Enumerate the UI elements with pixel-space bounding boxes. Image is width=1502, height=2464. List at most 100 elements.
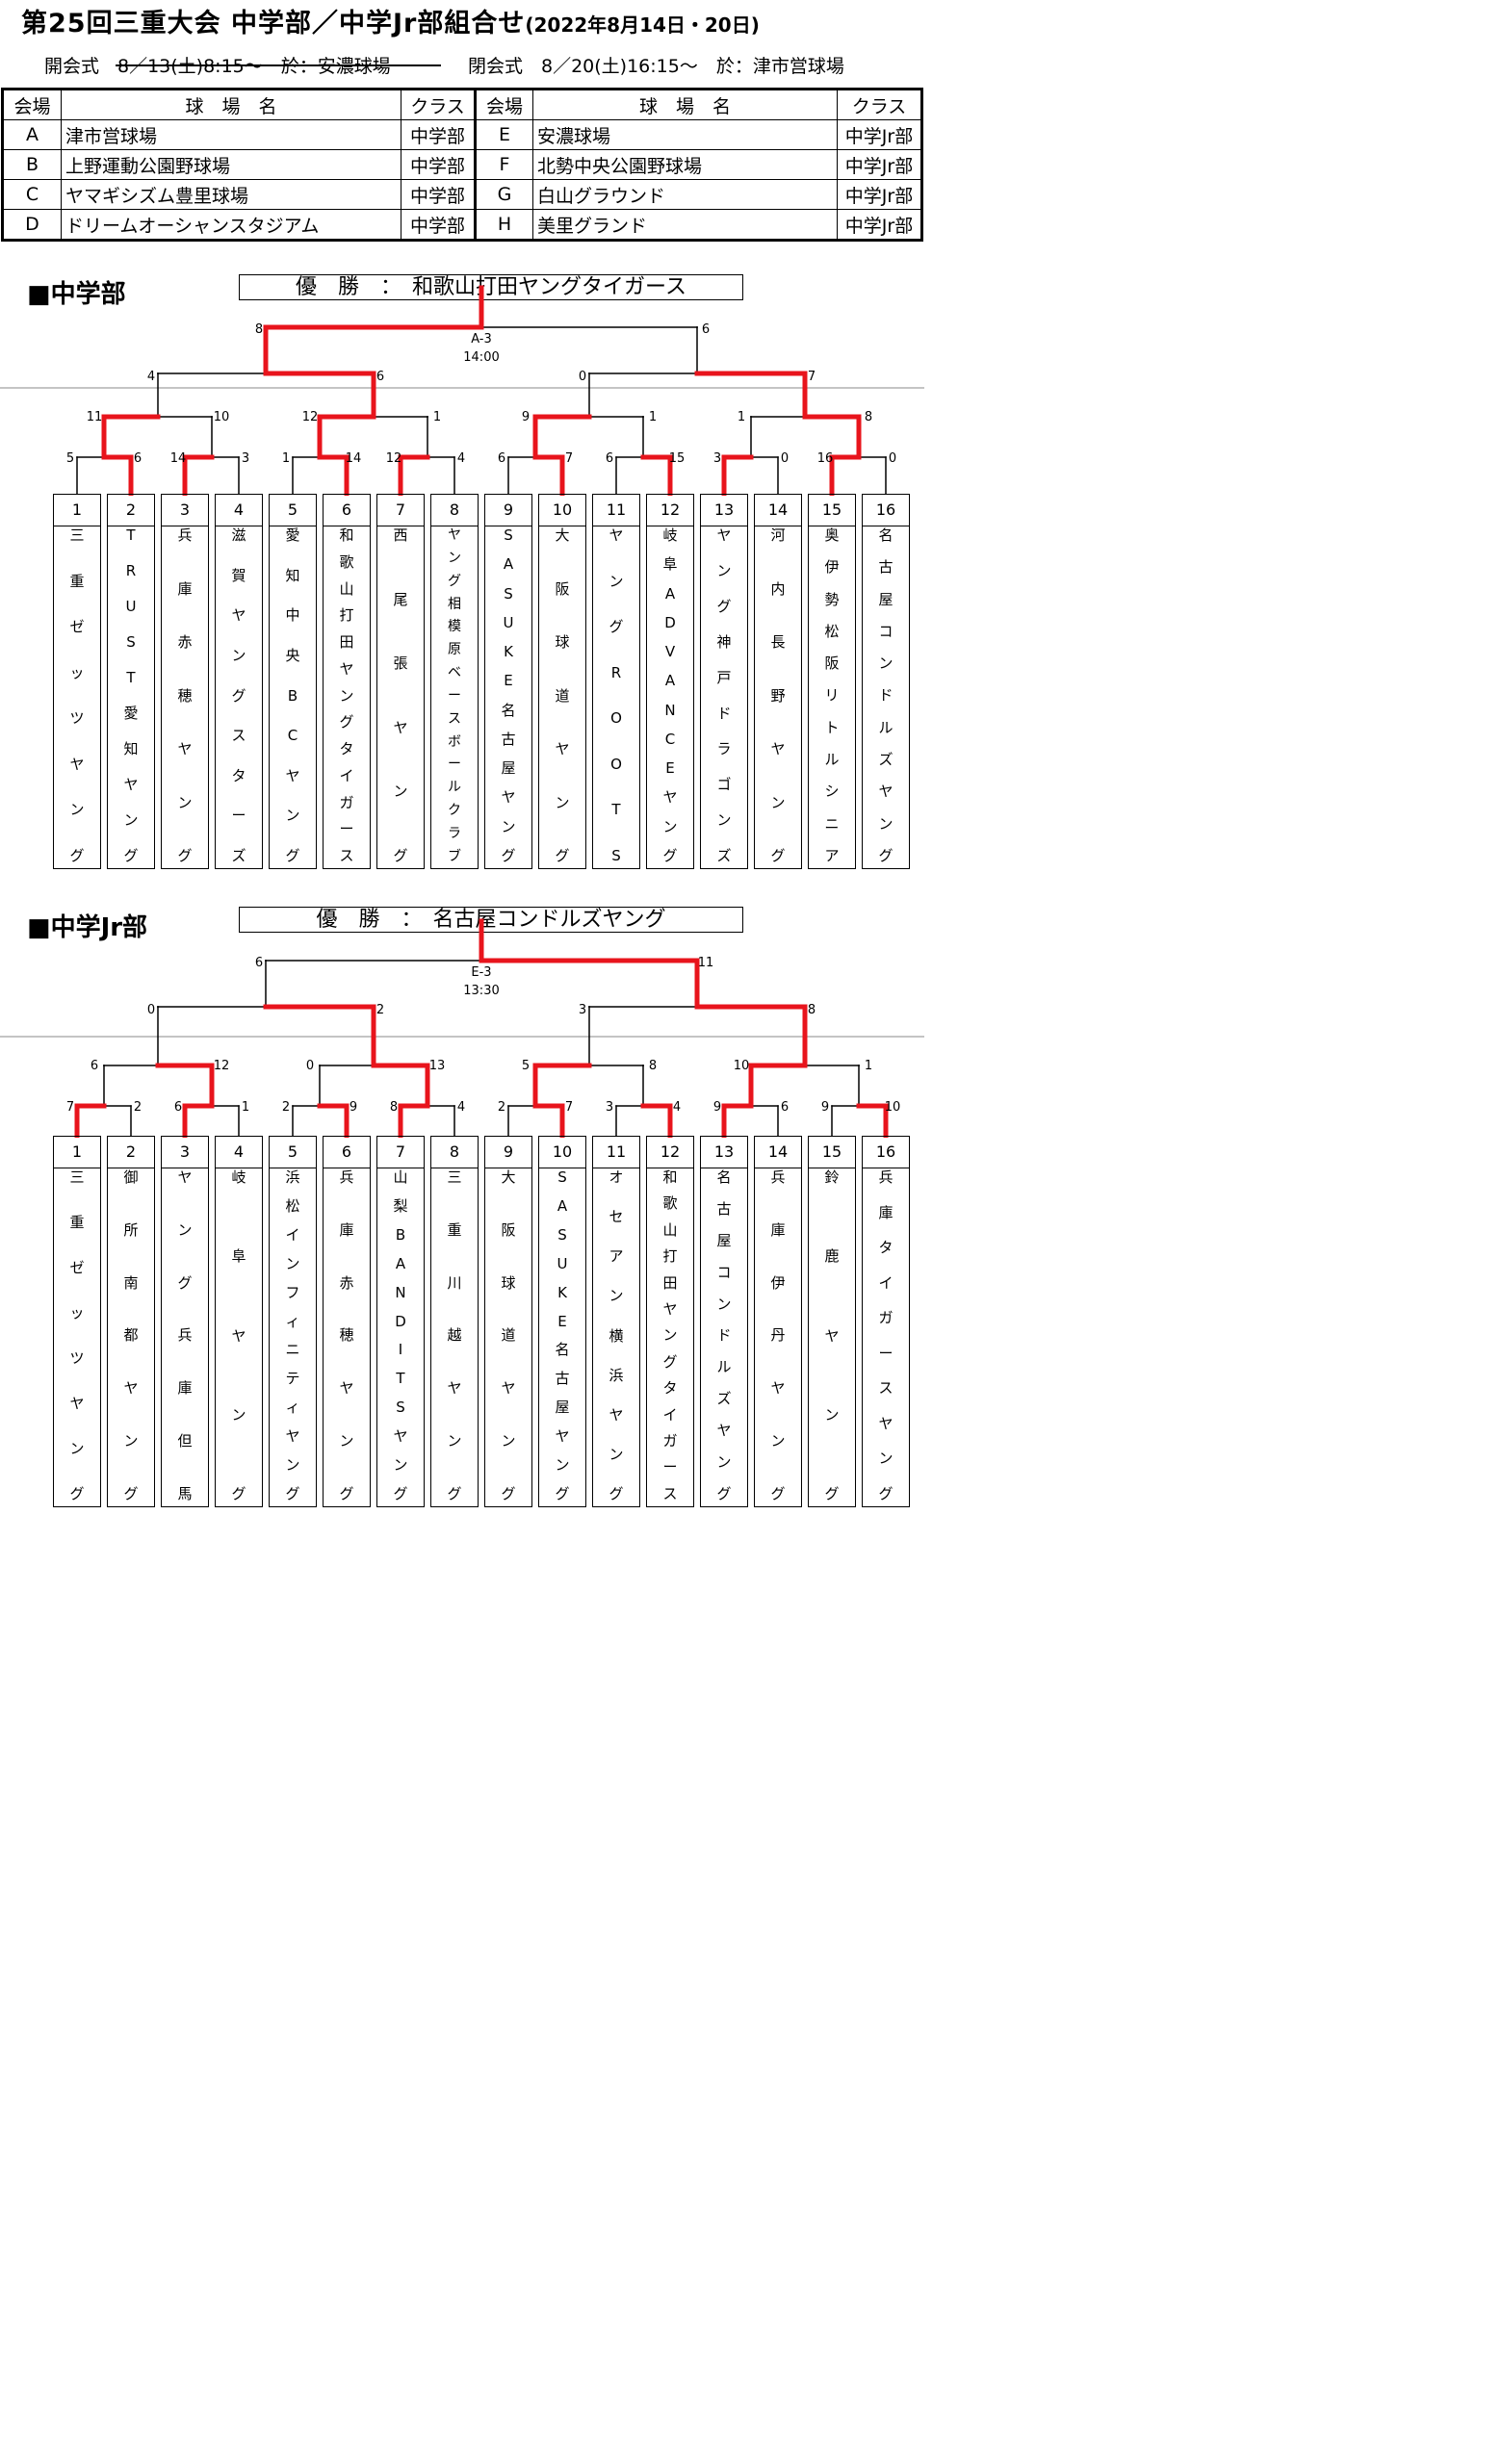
team-name-char: ヤ xyxy=(716,526,732,544)
r1-score: 9 xyxy=(820,1100,830,1115)
team-name-char: ヤ xyxy=(69,1395,85,1412)
team-name-char: グ xyxy=(285,1484,300,1502)
team-name-char: ン xyxy=(339,1432,354,1450)
team-name-char: ガ xyxy=(878,1309,893,1327)
team-name-char: D xyxy=(395,1312,406,1330)
team-number: 2 xyxy=(108,495,154,526)
team-number: 14 xyxy=(755,495,801,526)
team-number: 1 xyxy=(54,495,100,526)
r1-score: 7 xyxy=(564,1100,574,1115)
team-name-char: 馬 xyxy=(177,1484,193,1502)
team-name: 兵庫タイガースヤング xyxy=(863,1168,909,1504)
venue-class: 中学Jr部 xyxy=(837,149,921,180)
team-name-char: グ xyxy=(662,846,678,864)
team-number: 16 xyxy=(863,495,909,526)
team-name-char: 重 xyxy=(69,1214,85,1231)
r3-score: 3 xyxy=(578,1003,587,1017)
team-number: 13 xyxy=(701,495,747,526)
team-number: 5 xyxy=(270,495,316,526)
team-name-char: ス xyxy=(448,710,461,727)
team-name-char: 央 xyxy=(285,646,300,664)
team-name-char: 球 xyxy=(555,633,570,651)
team-number: 2 xyxy=(108,1137,154,1168)
team-name-char: 古 xyxy=(555,1370,570,1388)
team-name-char: ン xyxy=(824,1405,840,1424)
team-name-char: グ xyxy=(177,1273,193,1292)
team-name-char: ガ xyxy=(662,1432,678,1450)
team-name-char: 打 xyxy=(662,1247,678,1266)
team-name-char: ア xyxy=(609,1247,624,1266)
team-name-char: グ xyxy=(609,1485,624,1502)
team-name-char: A xyxy=(503,555,514,574)
team-name-char: V xyxy=(664,643,676,661)
r2-score: 12 xyxy=(213,1059,230,1073)
team-name-char: グ xyxy=(878,1484,893,1502)
team-name-char: 阜 xyxy=(662,555,678,574)
team-name-char: 名 xyxy=(878,526,893,544)
team-name-char: 愛 xyxy=(123,705,139,722)
r1-score: 2 xyxy=(281,1100,291,1115)
r2-score: 0 xyxy=(305,1059,315,1073)
team-name-char: 岐 xyxy=(662,526,678,544)
r2-score: 5 xyxy=(521,1059,531,1073)
r1-score: 16 xyxy=(816,451,834,466)
team-name-char: ヤ xyxy=(123,1379,139,1398)
team-name-char: I xyxy=(398,1341,403,1359)
team-name-char: 川 xyxy=(447,1273,462,1292)
team-number: 4 xyxy=(216,1137,262,1168)
team-number: 10 xyxy=(539,495,585,526)
venue-name: 美里グランド xyxy=(532,209,838,240)
r1-score: 14 xyxy=(345,451,362,466)
date-range: (2022年8月14日・20日) xyxy=(525,13,760,37)
champion-box: 優 勝 ： 和歌山打田ヤングタイガース xyxy=(239,274,743,300)
team-name-char: ン xyxy=(123,811,139,829)
venue-id: D xyxy=(3,209,62,240)
team-name-char: ド xyxy=(716,705,732,722)
team-name-char: イ xyxy=(878,1273,893,1292)
team-name-char: グ xyxy=(501,1484,516,1502)
team-name-char: 庫 xyxy=(770,1220,786,1239)
venue-id: H xyxy=(475,209,533,240)
team-number: 7 xyxy=(377,495,424,526)
team-name-char: ス xyxy=(878,1379,893,1398)
team-name-char: ヤ xyxy=(501,788,516,807)
team-name-char: ン xyxy=(555,793,570,811)
team-name-char: ン xyxy=(662,817,678,835)
team-name-char: グ xyxy=(231,1485,246,1502)
team-name-char: 兵 xyxy=(177,526,193,544)
team-name-char: ン xyxy=(501,817,516,835)
team-name-char: S xyxy=(396,1399,405,1417)
team-name-char: ド xyxy=(878,686,893,705)
team-name-char: グ xyxy=(285,847,300,864)
team-name-char: グ xyxy=(177,847,193,864)
team-name-char: B xyxy=(395,1225,406,1244)
venue-table: 会場 球 場 名 クラス 会場 球 場 名 クラス A 津市営球場 中学部 E … xyxy=(1,88,923,242)
r3-score: 2 xyxy=(376,1003,385,1017)
team-number: 13 xyxy=(701,1137,747,1168)
team-name-char: ィ xyxy=(285,1312,300,1330)
bracket-lines xyxy=(0,918,924,1138)
team-name-char: R xyxy=(610,663,622,681)
r3-score: 6 xyxy=(376,370,385,384)
team-name: 名古屋コンドルズヤング xyxy=(863,526,909,866)
team-name: 大阪球道ヤング xyxy=(485,1168,531,1504)
team-name: 滋賀ヤングスターズ xyxy=(216,526,262,866)
team-name-char: ン xyxy=(447,1432,462,1450)
team-name-char: ン xyxy=(123,1432,139,1450)
r1-score: 6 xyxy=(605,451,614,466)
opening-ceremony-cancelled: 開会式 8／13(土)8:15～ 於：安濃球場 xyxy=(44,56,391,77)
team-name-char: N xyxy=(395,1283,406,1301)
team-name: ヤング神戸ドラゴンズ xyxy=(701,526,747,866)
team-name-char: O xyxy=(610,755,622,773)
team-number: 12 xyxy=(647,1137,693,1168)
venue-name: ドリームオーシャンスタジアム xyxy=(61,209,401,240)
team-name-char: グ xyxy=(339,1484,354,1502)
